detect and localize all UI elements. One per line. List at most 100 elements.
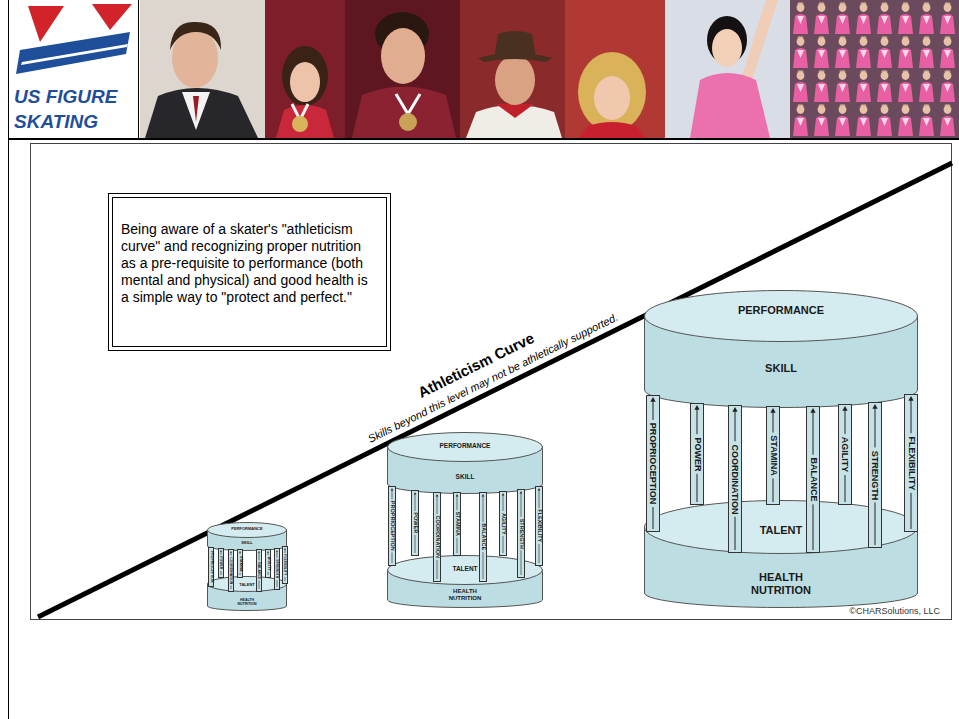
base-label: TALENT [644, 524, 918, 537]
pillar-tail [258, 581, 259, 589]
pillar-arrow-shaft [483, 496, 484, 522]
pillar-label: COORDINATION [434, 516, 440, 559]
pillar-label: STAMINA [238, 556, 242, 572]
pillar-label: PROPRIOCEPTION [649, 423, 658, 505]
pillar-arrow-shaft [415, 494, 416, 511]
roof-heading: PERFORMANCE [644, 304, 918, 317]
base-label: HEALTH NUTRITION [741, 571, 821, 596]
skater-arm [742, 0, 778, 80]
skater-dress [578, 122, 646, 138]
pillar-arrow-shaft [813, 412, 814, 455]
pillar-arrow-shaft [697, 409, 698, 434]
pillar-tail [239, 573, 240, 575]
skater-tie [193, 96, 199, 122]
base-label: HEALTH NUTRITION [445, 588, 485, 602]
skater-dress [690, 73, 770, 138]
pillar-label: COORDINATION [229, 557, 233, 584]
text-slot: US FIGURE SKATING [14, 84, 126, 134]
pillar-label: POWER [412, 513, 418, 534]
pillar-tail [521, 550, 522, 575]
pillar-arrow-head [502, 493, 505, 495]
pillar-tail [735, 517, 736, 550]
roof-label: SKILL [387, 473, 543, 480]
pillar-arrow-head [770, 408, 775, 413]
skater-hair [578, 52, 646, 132]
pillar-tail [875, 503, 876, 545]
roof-cylinder: PERFORMANCESKILL [207, 522, 287, 551]
cylinder-top [208, 523, 287, 538]
pillar-label: POWER [219, 556, 223, 569]
pillar: POWER [411, 490, 419, 556]
skater-jacket [466, 105, 562, 138]
pillar-arrow-head [538, 488, 541, 490]
pillar: BALANCE [806, 406, 820, 553]
pillar-tail [230, 586, 231, 589]
pillar-label: STRENGTH [871, 450, 880, 500]
pillar: POWER [690, 403, 704, 505]
pillar: POWER [218, 548, 224, 578]
pillar-label: STAMINA [454, 512, 460, 537]
cowboy-hat [478, 31, 552, 62]
pillar-arrow-shaft [735, 411, 736, 441]
text-slot: SKILL [387, 477, 543, 484]
base-label: TALENT [387, 565, 543, 572]
skater-face [290, 62, 320, 102]
pillar-arrow-head [391, 488, 394, 490]
pillar-tail [284, 577, 285, 581]
bandana [496, 104, 534, 118]
skater-face [594, 76, 630, 120]
pillar-tail [539, 544, 540, 563]
pillar: PROPRIOCEPTION [208, 547, 214, 587]
pillar-label: PROPRIOCEPTION [209, 551, 213, 583]
pillar: STAMINA [766, 406, 780, 505]
photo-panel [565, 0, 665, 138]
header-rule [8, 138, 959, 140]
text-slot: PERFORMANCE [387, 446, 543, 453]
pillar: COORDINATION [433, 492, 441, 582]
skater-face [712, 29, 742, 67]
pillar-tail [503, 536, 504, 553]
pillar-label: AGILITY [841, 437, 850, 473]
pillar: FLEXIBILITY [282, 546, 288, 584]
text-slot: HEALTH NUTRITION [387, 595, 543, 609]
pillar-arrow-shaft [521, 493, 522, 517]
pillar-label: BALANCE [809, 458, 818, 502]
logo-white-stripe [21, 44, 128, 65]
pillar-arrow-shaft [258, 553, 259, 561]
pillar-arrow-head [908, 396, 913, 401]
photo-panel [265, 0, 345, 138]
roof-cylinder: PERFORMANCESKILL [644, 290, 918, 408]
roof-cylinder: PERFORMANCE SKILL [387, 432, 543, 494]
cylinder-top [645, 291, 918, 342]
pillar: BALANCE [479, 492, 487, 582]
pillar-tail [845, 475, 846, 502]
pillar: AGILITY [499, 491, 507, 556]
pillar: STRENGTH [868, 402, 882, 548]
pillar-tail [276, 580, 277, 587]
pillar-arrow-head [520, 491, 523, 493]
pillar-arrow-head [456, 494, 459, 496]
base-label: TALENT [207, 583, 287, 588]
pillar-label: AGILITY [266, 557, 270, 571]
pillar-arrow-head [810, 408, 815, 413]
pillar-tail [437, 560, 438, 579]
pillar-arrow-shaft [653, 401, 654, 420]
note-text: Being aware of a skater's "athleticism c… [121, 221, 370, 306]
pillar-tail [457, 538, 458, 553]
pillar: FLEXIBILITY [904, 394, 918, 532]
pillar-arrow-head [230, 551, 232, 553]
text-slot: HEALTH NUTRITION [207, 602, 287, 610]
pillar: STRENGTH [274, 548, 280, 590]
medal [292, 116, 308, 132]
text-slot: ©CHARSolutions, LLC [800, 606, 940, 617]
pillar: STAMINA [453, 492, 461, 556]
page-rule [8, 0, 9, 719]
pillar-arrow-head [732, 407, 737, 412]
photo-panel [460, 0, 565, 138]
roof-heading: PERFORMANCE [207, 527, 287, 532]
pillar: BALANCE [256, 549, 262, 592]
pillar-label: BALANCE [480, 524, 486, 551]
pillar-arrow-head [267, 551, 269, 553]
pillar: COORDINATION [228, 549, 234, 592]
